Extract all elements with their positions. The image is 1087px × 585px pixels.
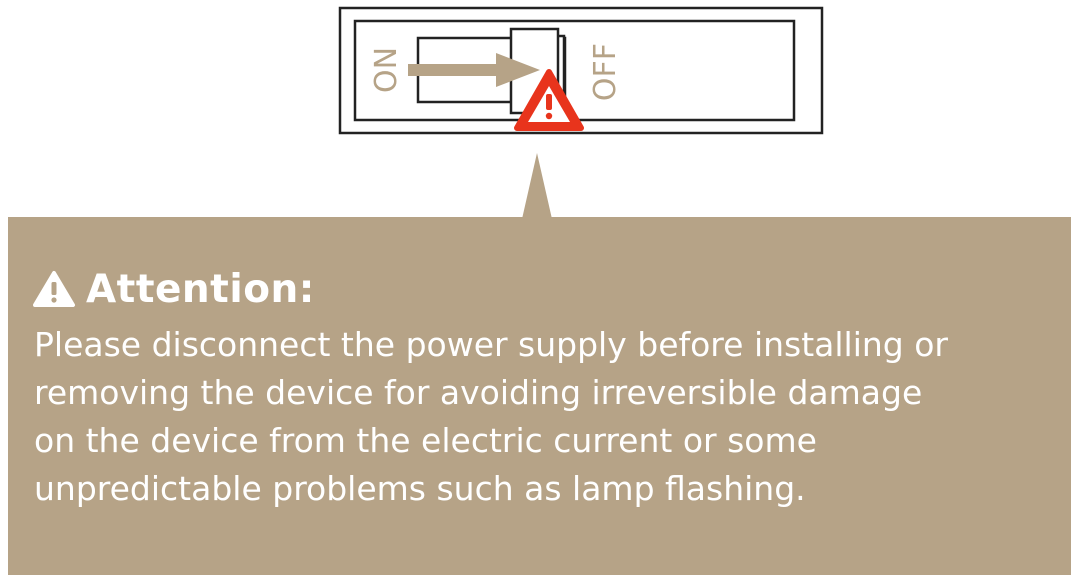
attention-line: on the device from the electric current … [34,421,817,460]
switch-on-label: ON [369,47,404,93]
switch-off-label: OFF [588,43,623,101]
attention-callout: Attention: Please disconnect the power s… [8,217,1071,575]
arrow-right-icon [408,53,540,87]
attention-line: Please disconnect the power supply befor… [34,325,948,364]
warning-triangle-icon [514,69,584,131]
attention-line: removing the device for avoiding irrever… [34,373,923,412]
power-switch-diagram: ON OFF [338,6,824,135]
attention-header: Attention: [32,263,315,315]
attention-title: Attention: [86,266,315,312]
attention-message: Please disconnect the power supply befor… [34,321,1064,513]
callout-pointer [522,153,552,219]
attention-line: unpredictable problems such as lamp flas… [34,469,806,508]
warning-triangle-icon [33,271,75,307]
